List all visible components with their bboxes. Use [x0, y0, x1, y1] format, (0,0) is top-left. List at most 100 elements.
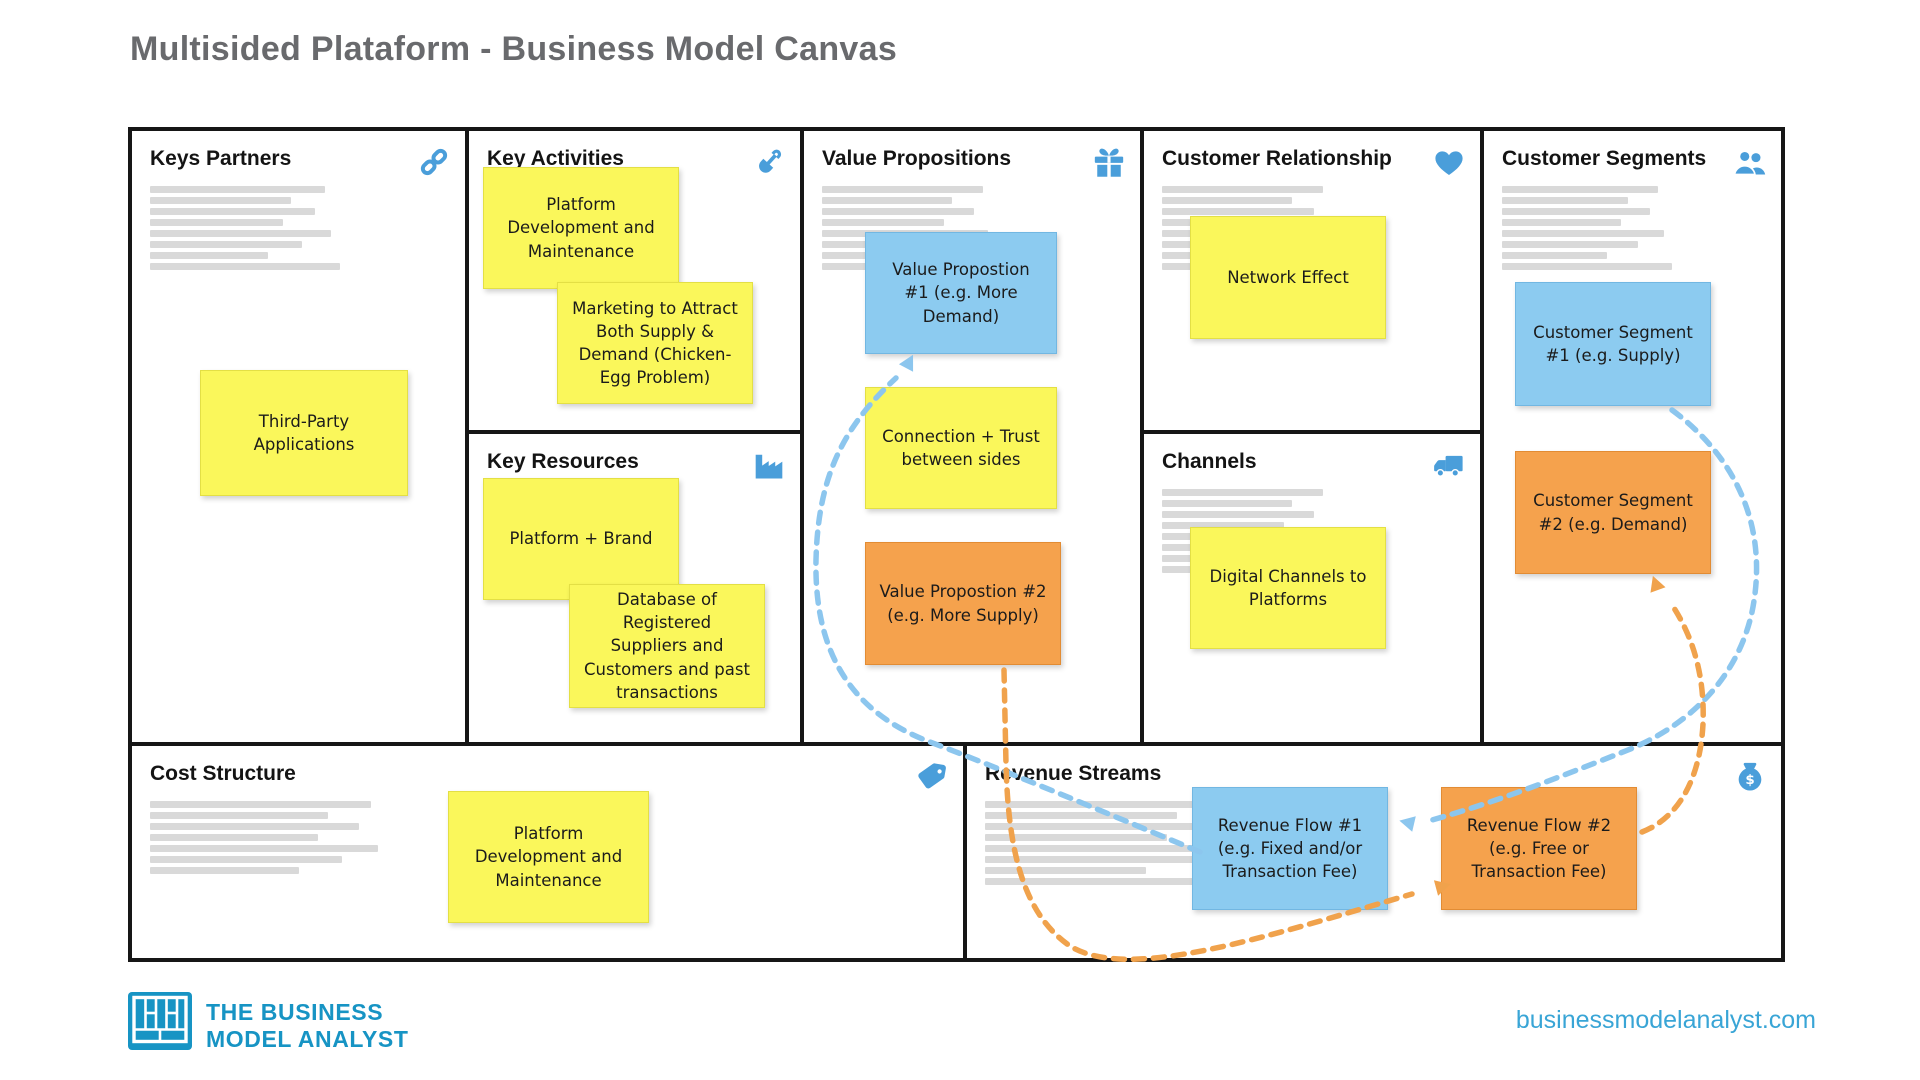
- placeholder-line: [985, 856, 1193, 863]
- section-customer-relationship: Customer Relationship Network Effect: [1144, 131, 1480, 430]
- note-cost-platform-development[interactable]: Platform Development and Maintenance: [448, 791, 649, 923]
- section-title-keys-partners: Keys Partners: [150, 147, 292, 170]
- placeholder-line: [1502, 252, 1607, 259]
- placeholder-line: [1502, 197, 1628, 204]
- placeholder-line: [150, 856, 342, 863]
- page-title: Multisided Plataform - Business Model Ca…: [130, 30, 898, 68]
- note-customer-segment-1[interactable]: Customer Segment #1 (e.g. Supply): [1515, 282, 1711, 406]
- placeholder-line: [1502, 241, 1638, 248]
- note-revenue-flow-2[interactable]: Revenue Flow #2 (e.g. Free or Transactio…: [1441, 787, 1637, 910]
- note-text: Platform + Brand: [509, 529, 653, 549]
- section-key-resources: Key Resources Platform + Brand Database …: [469, 434, 800, 742]
- placeholder-line: [985, 834, 1167, 841]
- brand-name: THE BUSINESS MODEL ANALYST: [206, 999, 408, 1053]
- note-text: Revenue Flow #2 (e.g. Free or Transactio…: [1466, 815, 1612, 882]
- section-title-value-propositions: Value Propositions: [822, 147, 1012, 170]
- note-text: Revenue Flow #1 (e.g. Fixed and/or Trans…: [1217, 815, 1363, 882]
- section-title-cost-structure: Cost Structure: [150, 762, 296, 785]
- note-text: Platform Development and Maintenance: [474, 824, 623, 890]
- placeholder-line: [150, 823, 359, 830]
- users-icon: [1733, 150, 1766, 176]
- placeholder-line: [1162, 197, 1292, 204]
- placeholder-line: [150, 801, 371, 808]
- section-customer-segments: Customer Segments Customer Segment #1 (e…: [1484, 131, 1781, 742]
- placeholder-line: [1502, 208, 1650, 215]
- section-cost-structure: Cost Structure Platform Development and …: [132, 746, 963, 958]
- placeholder-line: [1162, 489, 1323, 496]
- placeholder-line: [150, 263, 340, 270]
- placeholder-line: [1162, 186, 1323, 193]
- note-third-party-applications[interactable]: Third-Party Applications: [200, 370, 408, 496]
- placeholder-line: [822, 186, 983, 193]
- business-model-canvas: Keys Partners Third-Party Applications K…: [128, 127, 1785, 962]
- note-value-proposition-1[interactable]: Value Propostion #1 (e.g. More Demand): [865, 232, 1057, 354]
- placeholder-line: [822, 219, 944, 226]
- note-customer-segment-2[interactable]: Customer Segment #2 (e.g. Demand): [1515, 451, 1711, 574]
- section-title-revenue-streams: Revenue Streams: [985, 762, 1162, 785]
- placeholder-line: [150, 230, 331, 237]
- website-link[interactable]: businessmodelanalyst.com: [1515, 1006, 1816, 1034]
- placeholder-line: [150, 845, 378, 852]
- section-channels: Channels Digital Channels to Platforms: [1144, 434, 1480, 742]
- placeholder-line: [150, 186, 325, 193]
- note-text: Customer Segment #1 (e.g. Supply): [1533, 322, 1693, 365]
- section-value-propositions: Value Propositions Value Propostion #1 (…: [804, 131, 1140, 742]
- placeholder-line: [1162, 208, 1314, 215]
- section-key-activities: Key Activities Platform Development and …: [469, 131, 800, 430]
- note-text: Marketing to Attract Both Supply & Deman…: [572, 298, 738, 388]
- heart-icon: [1435, 151, 1463, 176]
- note-text: Value Propostion #1 (e.g. More Demand): [892, 260, 1030, 326]
- shovel-icon: [759, 149, 782, 173]
- placeholder-line: [1502, 230, 1664, 237]
- note-digital-channels[interactable]: Digital Channels to Platforms: [1190, 527, 1386, 649]
- placeholder-line: [1162, 500, 1292, 507]
- factory-icon: [755, 454, 783, 479]
- note-marketing-chicken-egg[interactable]: Marketing to Attract Both Supply & Deman…: [557, 282, 753, 404]
- placeholder-line: [150, 208, 315, 215]
- placeholder-line: [1502, 263, 1672, 270]
- link-icon: [420, 148, 448, 176]
- note-revenue-flow-1[interactable]: Revenue Flow #1 (e.g. Fixed and/or Trans…: [1192, 787, 1388, 910]
- note-network-effect[interactable]: Network Effect: [1190, 216, 1386, 339]
- placeholder-text-block: [132, 179, 465, 270]
- placeholder-line: [150, 241, 302, 248]
- svg-text:$: $: [1745, 773, 1754, 788]
- note-text: Connection + Trust between sides: [882, 426, 1040, 469]
- section-keys-partners: Keys Partners Third-Party Applications: [132, 131, 465, 742]
- brand-line-1: THE BUSINESS: [206, 999, 384, 1025]
- note-database-suppliers[interactable]: Database of Registered Suppliers and Cus…: [569, 584, 765, 708]
- note-text: Database of Registered Suppliers and Cus…: [584, 590, 750, 702]
- section-title-key-resources: Key Resources: [487, 450, 639, 473]
- placeholder-line: [1502, 219, 1621, 226]
- placeholder-line: [150, 197, 291, 204]
- note-text: Value Propostion #2 (e.g. More Supply): [879, 582, 1047, 625]
- section-revenue-streams: Revenue Streams $ Revenue Flow #1 (e.g. …: [967, 746, 1781, 958]
- placeholder-line: [1162, 522, 1284, 529]
- note-platform-development[interactable]: Platform Development and Maintenance: [483, 167, 679, 289]
- tag-icon: [918, 763, 946, 789]
- placeholder-line: [150, 252, 268, 259]
- section-title-customer-segments: Customer Segments: [1502, 147, 1707, 170]
- section-title-channels: Channels: [1162, 450, 1257, 473]
- placeholder-text-block: [132, 794, 963, 874]
- placeholder-line: [1162, 511, 1314, 518]
- section-title-customer-relationship: Customer Relationship: [1162, 147, 1392, 170]
- placeholder-text-block: [1484, 179, 1781, 270]
- brand-logo-canvas-grid-icon: [128, 992, 192, 1050]
- placeholder-line: [985, 812, 1177, 819]
- placeholder-line: [985, 823, 1211, 830]
- placeholder-line: [150, 834, 318, 841]
- placeholder-line: [985, 867, 1146, 874]
- placeholder-line: [822, 208, 974, 215]
- note-value-proposition-2[interactable]: Value Propostion #2 (e.g. More Supply): [865, 542, 1061, 665]
- note-platform-brand[interactable]: Platform + Brand: [483, 478, 679, 600]
- note-text: Third-Party Applications: [253, 411, 355, 454]
- placeholder-line: [150, 812, 328, 819]
- section-title-key-activities: Key Activities: [487, 147, 624, 170]
- note-connection-trust[interactable]: Connection + Trust between sides: [865, 387, 1057, 509]
- brand-line-2: MODEL ANALYST: [206, 1026, 409, 1053]
- note-text: Platform Development and Maintenance: [507, 195, 655, 261]
- note-text: Customer Segment #2 (e.g. Demand): [1533, 491, 1693, 534]
- note-text: Digital Channels to Platforms: [1209, 566, 1367, 609]
- placeholder-line: [150, 867, 299, 874]
